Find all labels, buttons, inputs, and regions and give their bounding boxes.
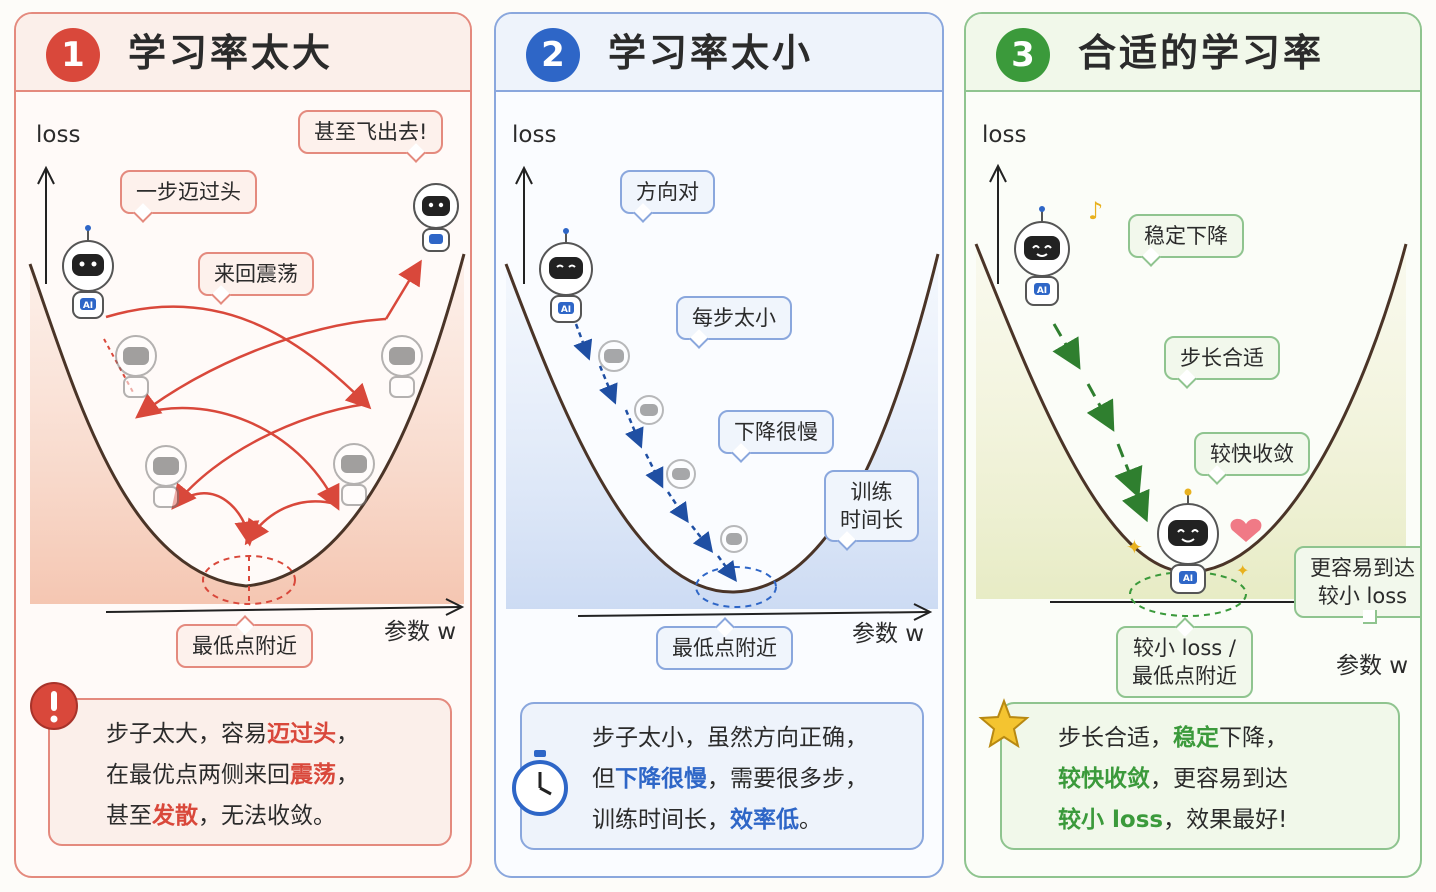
callout-right-step: 步长合适 [1164,336,1280,380]
y-axis-arrow-icon [37,165,55,185]
callout-steady-descent: 稳定下降 [1128,214,1244,258]
stopwatch-icon [512,750,568,816]
x-axis-arrow-icon [913,603,933,621]
panel-lr-too-small: 2 学习率太小 AI [494,12,944,878]
svg-text:AI: AI [1183,574,1193,584]
y-axis-arrow-icon [515,165,533,185]
summary-highlight: 较小 loss [1058,807,1164,833]
panel-title: 学习率太小 [608,31,814,75]
steady-descent-arrows [1052,323,1150,523]
callout-slow-descent: 下降很慢 [718,410,834,454]
summary-highlight: 震荡 [290,762,336,788]
summary-highlight: 较快收敛 [1058,766,1150,792]
sparkle-icon: ✦ [1126,535,1143,559]
x-axis-label: 参数 w [1336,653,1409,679]
callout-oscillate: 来回震荡 [198,252,314,296]
summary-highlight: 发散 [152,803,198,829]
robot-icon [333,443,375,506]
panel-header: 2 学习率太小 [496,14,942,92]
minimum-label: 较小 loss / 最低点附近 [1116,626,1253,698]
minimum-label: 最低点附近 [176,624,313,668]
summary-highlight: 效率低 [730,807,799,833]
y-axis-label: loss [36,122,81,148]
step-number-badge: 3 [996,28,1050,82]
star-icon [978,698,1030,749]
panel-title: 合适的学习率 [1078,31,1325,75]
sparkle-icon: ✦ [1236,561,1249,580]
loss-curve-plot: AI [28,165,466,616]
y-axis-label: loss [512,122,557,148]
x-axis-label: 参数 w [384,619,457,645]
warning-icon [30,682,78,730]
summary-highlight: 迈过头 [267,721,336,747]
panel-header: 3 合适的学习率 [966,14,1420,92]
loss-curve [504,253,940,594]
loss-curve-plot: AI [504,165,940,621]
summary-text: 步子太小，虽然方向正确， [592,725,868,751]
callout-long-training: 训练 时间长 [824,470,919,542]
summary-text: 步长合适， [1058,725,1173,751]
x-axis-arrow-icon [445,598,465,616]
robot-icon [145,445,187,508]
robot-icon: AI [539,228,593,323]
panel-header: 1 学习率太大 [16,14,470,92]
callout-overshoot: 一步迈过头 [120,170,257,214]
music-note-icon: ♪ [1088,197,1103,225]
summary-note: 步长合适，稳定下降， 较快收敛，更容易到达 较小 loss，效果最好! [978,698,1400,850]
summary-highlight: 下降很慢 [615,766,707,792]
small-step-arrows [573,323,737,583]
callout-tiny-steps: 每步太小 [676,296,792,340]
heart-icon [1230,518,1262,542]
panel-lr-too-large: 1 学习率太大 [14,12,472,878]
panel-title: 学习率太大 [128,31,334,75]
svg-text:AI: AI [83,301,93,311]
summary-highlight: 稳定 [1173,725,1219,751]
callout-fast-converge: 较快收敛 [1194,432,1310,476]
x-axis [105,606,461,613]
callout-reach-low-loss: 更容易到达 较小 loss [1294,546,1420,624]
y-axis-arrow-icon [989,163,1007,183]
svg-text:AI: AI [561,305,571,315]
robot-icon [115,335,157,398]
summary-note: 步子太大，容易迈过头， 在最优点两侧来回震荡， 甚至发散，无法收敛。 [30,682,452,846]
summary-text: 步子太大，容易 [106,721,267,747]
callout-fly-out: 甚至飞出去! [298,110,444,154]
summary-note: 步子太小，虽然方向正确， 但下降很慢，需要很多步， 训练时间长，效率低。 [512,702,924,850]
robot-trail [598,340,748,553]
callout-right-direction: 方向对 [620,170,715,214]
minimum-zone [1129,571,1247,617]
loss-curve [28,253,466,588]
robot-icon [381,335,423,398]
x-axis [577,611,929,617]
oscillation-arrows [105,259,422,547]
y-axis-label: loss [982,122,1027,148]
robot-icon: AI [1157,488,1219,594]
robot-icon: AI [62,225,114,319]
panel-lr-just-right: 3 合适的学习率 AI ♪ [964,12,1422,878]
x-axis-label: 参数 w [852,621,925,647]
step-number-badge: 1 [46,28,100,82]
minimum-label: 最低点附近 [656,626,793,670]
robot-icon [413,183,459,252]
step-number-badge: 2 [526,28,580,82]
robot-icon: AI [1014,206,1070,306]
svg-text:AI: AI [1037,286,1047,296]
curve-shade [976,244,1406,599]
loss-curve-plot: AI ♪ AI ✦ ✦ [974,163,1416,617]
curve-shade [506,254,938,609]
